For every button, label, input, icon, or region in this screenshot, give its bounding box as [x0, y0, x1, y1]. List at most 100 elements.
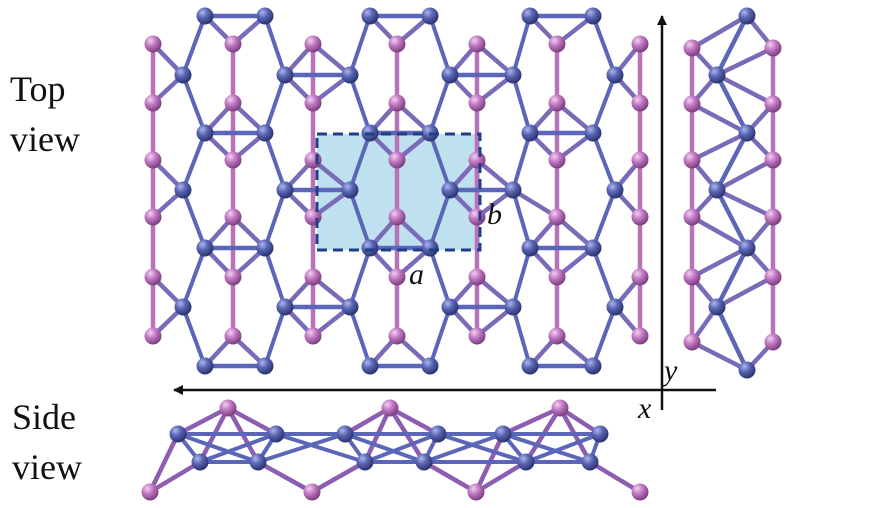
blue-atom — [421, 7, 439, 25]
pink-atom — [548, 94, 566, 112]
bond — [263, 14, 287, 77]
bond — [147, 459, 203, 495]
bond — [689, 214, 750, 251]
blue-atom — [276, 298, 294, 316]
lattice-vector-a-label: a — [409, 258, 424, 291]
blue-atom — [191, 453, 209, 471]
bond — [587, 459, 643, 495]
bond — [181, 305, 207, 368]
lattice-vector-b-label: b — [487, 198, 502, 231]
pink-atom — [631, 94, 649, 112]
pink-atom — [548, 151, 566, 169]
pink-atom — [683, 268, 701, 286]
bond — [428, 246, 452, 309]
pink-atom — [224, 268, 242, 286]
bond — [181, 14, 207, 77]
blue-atom — [738, 361, 756, 379]
blue-atom — [196, 239, 214, 257]
bond — [689, 13, 750, 51]
blue-atom — [606, 66, 624, 84]
bond — [343, 432, 426, 464]
bond — [714, 72, 750, 136]
blue-atom — [174, 66, 192, 84]
blue-atom — [441, 66, 459, 84]
bond — [181, 188, 207, 250]
pink-atom — [764, 95, 782, 113]
bond — [591, 188, 617, 250]
pink-atom — [224, 327, 242, 345]
bond — [274, 432, 367, 464]
pink-atom — [144, 35, 162, 53]
blue-atom — [415, 453, 433, 471]
blue-atom — [521, 357, 539, 375]
blue-atom — [256, 124, 274, 142]
edge-view-atoms — [683, 7, 782, 379]
bond — [714, 187, 776, 220]
blue-atom — [341, 66, 359, 84]
blue-atom — [429, 425, 447, 443]
bond — [225, 405, 279, 437]
bond — [198, 432, 278, 464]
axis-x-label: x — [637, 392, 652, 425]
pink-atom — [304, 268, 322, 286]
bond — [714, 274, 776, 310]
bond — [342, 405, 393, 437]
pink-atom — [764, 151, 782, 169]
bond — [591, 73, 617, 135]
bond — [263, 73, 287, 135]
top-view-label-line2: view — [10, 119, 80, 159]
blue-atom — [249, 453, 267, 471]
pink-atom — [548, 327, 566, 345]
bond — [348, 188, 372, 250]
blue-atom — [441, 298, 459, 316]
side-view-label-line1: Side — [12, 397, 77, 437]
bond — [714, 13, 750, 78]
pink-atom — [551, 399, 569, 417]
bond — [511, 188, 532, 250]
bond — [689, 339, 750, 373]
bond — [511, 131, 532, 192]
bond — [348, 73, 372, 135]
bond — [689, 101, 750, 136]
bond — [181, 131, 207, 192]
bond — [428, 131, 452, 192]
top-view-atoms — [144, 7, 649, 375]
pink-atom — [468, 35, 486, 53]
bond — [714, 187, 750, 251]
top-view-label-line1: Top — [10, 69, 66, 109]
blue-atom — [341, 181, 359, 199]
pink-atom — [548, 208, 566, 226]
bond — [714, 72, 776, 107]
bond — [255, 459, 315, 495]
bond — [510, 187, 560, 220]
blue-atom — [174, 181, 192, 199]
blue-atom — [336, 425, 354, 443]
pink-atom — [388, 327, 406, 345]
blue-atom — [361, 239, 379, 257]
bond — [263, 246, 287, 309]
bond — [363, 432, 440, 464]
pink-atom — [764, 268, 782, 286]
bond — [511, 14, 532, 77]
edge-view-bonds — [689, 13, 776, 373]
blue-atom — [441, 181, 459, 199]
bond — [428, 188, 452, 250]
pink-atom — [683, 39, 701, 57]
bond — [181, 73, 207, 135]
pink-atom — [548, 35, 566, 53]
pink-atom — [141, 483, 159, 501]
pink-atom — [468, 268, 486, 286]
pink-atom — [631, 327, 649, 345]
pink-atom — [764, 208, 782, 226]
bond — [147, 431, 181, 495]
bond — [591, 305, 617, 368]
blue-atom — [267, 425, 285, 443]
axis-y-label: y — [661, 354, 678, 387]
blue-atom — [196, 124, 214, 142]
unit-cell-border — [315, 132, 482, 252]
bond — [714, 304, 750, 373]
pink-atom — [548, 268, 566, 286]
bond — [181, 246, 207, 309]
bond — [348, 131, 372, 192]
bond — [714, 157, 776, 193]
